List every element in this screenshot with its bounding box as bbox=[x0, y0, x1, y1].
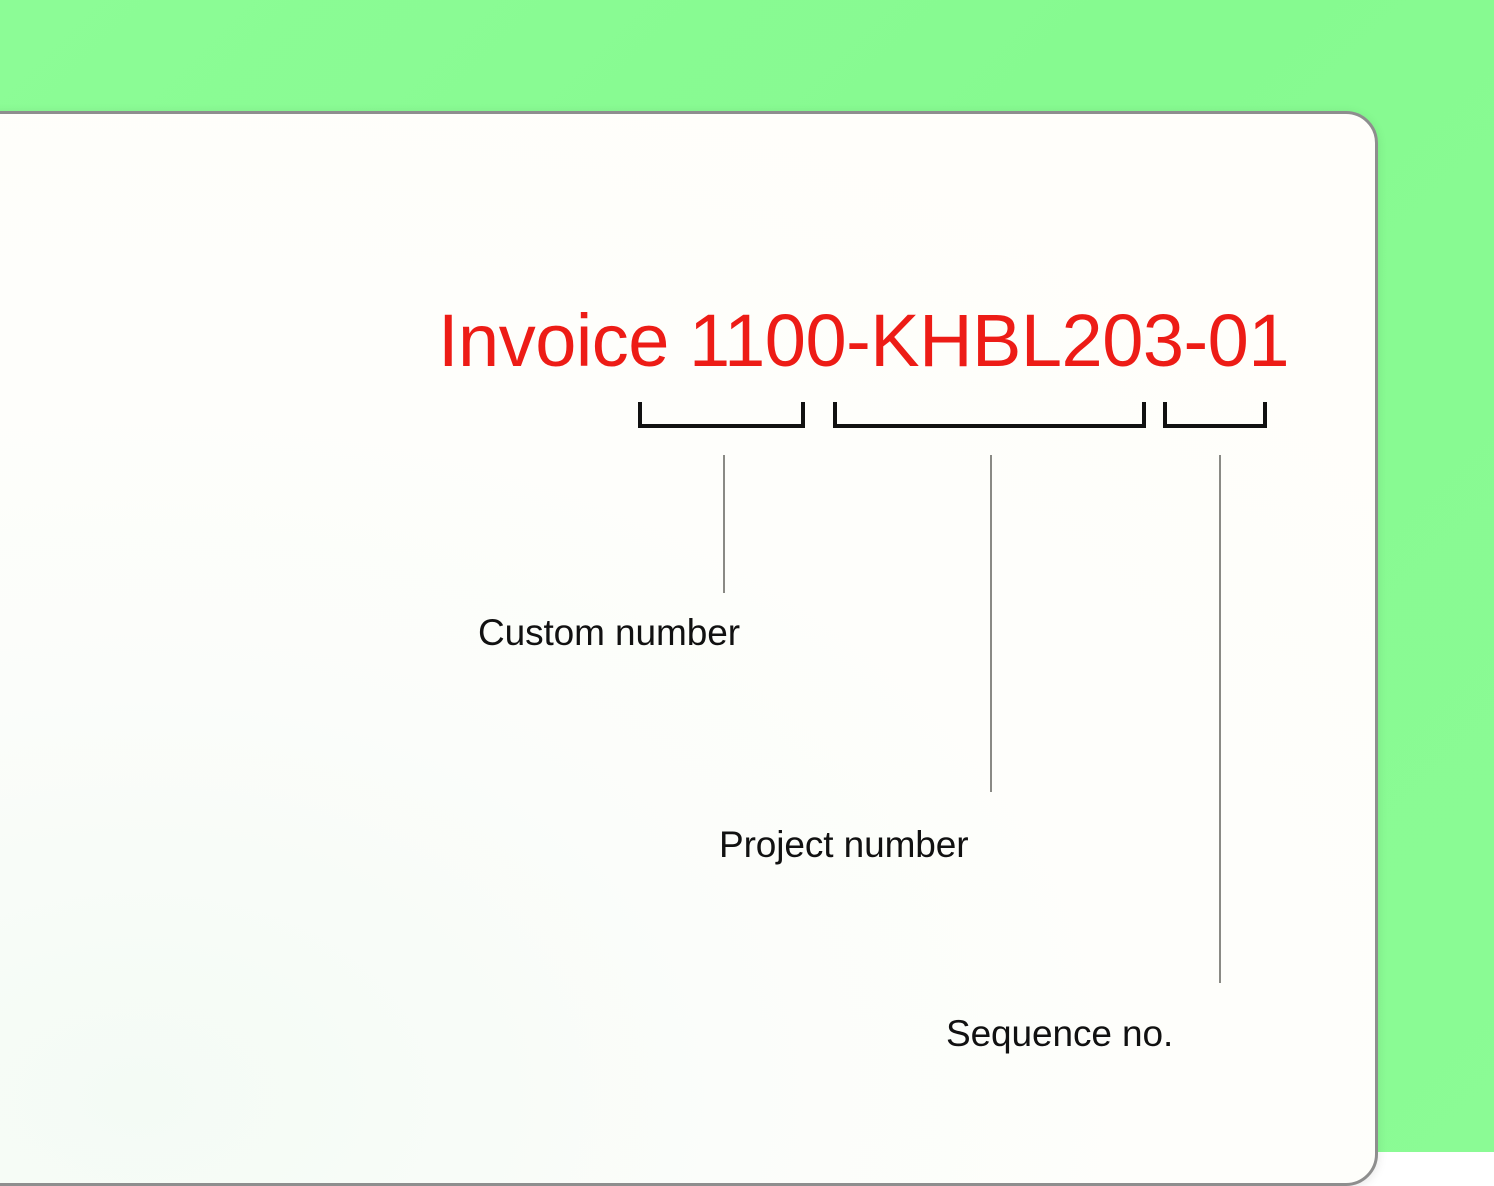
title-prefix: Invoice bbox=[438, 299, 669, 382]
callout-label-custom-number: Custom number bbox=[478, 612, 740, 653]
leader-line-project-number bbox=[990, 455, 992, 792]
callout-label-sequence-no: Sequence no. bbox=[946, 1013, 1174, 1054]
leader-line-custom-number bbox=[723, 455, 725, 593]
callout-label-project-number: Project number bbox=[719, 824, 969, 865]
bracket-project-number bbox=[833, 402, 1146, 428]
title-invoice-number: 1100-KHBL203-01 bbox=[688, 299, 1290, 382]
bracket-custom-number bbox=[638, 402, 805, 428]
leader-line-sequence-number bbox=[1219, 455, 1221, 983]
bracket-sequence-number bbox=[1163, 402, 1267, 428]
